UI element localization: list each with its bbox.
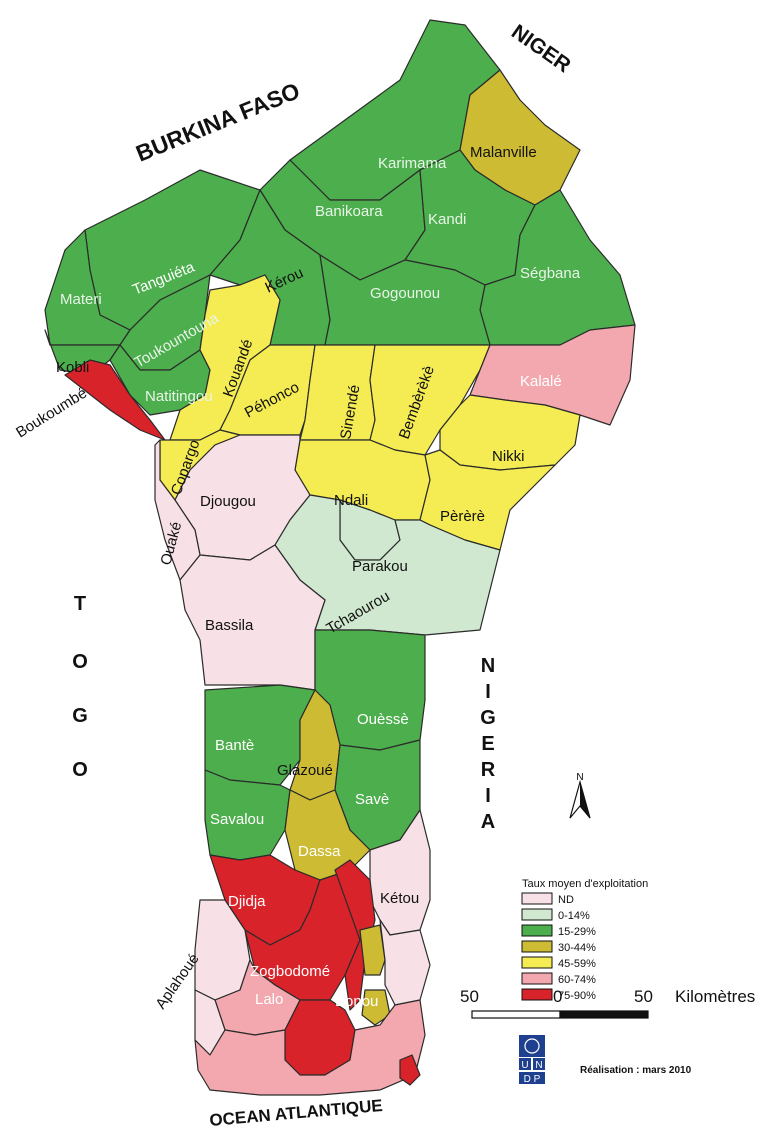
region-kalale[interactable] bbox=[469, 324, 636, 426]
label-boukoumbe: Boukoumbé bbox=[13, 385, 90, 442]
scale-bar-right bbox=[559, 1010, 649, 1019]
label-ouesse: Ouèssè bbox=[357, 711, 409, 728]
region-bante[interactable] bbox=[204, 684, 316, 786]
togo-letter: T bbox=[74, 593, 86, 615]
legend-swatch bbox=[521, 972, 553, 985]
label-perere: Pèrèrè bbox=[440, 508, 485, 525]
legend: Taux moyen d'exploitation ND 0-14% 15-29% 3… bbox=[521, 878, 648, 1002]
legend-label: 0-14% bbox=[558, 910, 590, 922]
scale-left: 50 bbox=[460, 987, 479, 1006]
region-coast-pink[interactable] bbox=[194, 999, 426, 1096]
togo-letter: O bbox=[72, 651, 88, 673]
label-ketou: Kétou bbox=[380, 890, 419, 907]
undp-emblem-icon bbox=[519, 1035, 545, 1057]
legend-swatch bbox=[521, 908, 553, 921]
label-djidja: Djidja bbox=[228, 893, 266, 910]
label-lalo: Lalo bbox=[255, 991, 283, 1008]
label-materi: Materi bbox=[60, 291, 102, 308]
region-boukoumbe[interactable] bbox=[64, 359, 166, 441]
nigeria-letter: N bbox=[481, 655, 495, 677]
region-bonou-olive[interactable] bbox=[359, 924, 386, 976]
label-zogbodome: Zogbodomé bbox=[250, 963, 330, 980]
legend-label: 60-74% bbox=[558, 974, 596, 986]
legend-swatch bbox=[521, 892, 553, 905]
label-glazoue: Glazoué bbox=[277, 762, 333, 779]
nigeria-letter: G bbox=[480, 707, 496, 729]
scale-bar-left bbox=[471, 1010, 561, 1019]
region-perere[interactable] bbox=[419, 449, 556, 551]
nigeria-letter: I bbox=[485, 681, 491, 703]
legend-swatch bbox=[521, 924, 553, 937]
north-arrow: N bbox=[569, 772, 591, 819]
label-kandi: Kandi bbox=[428, 211, 466, 228]
region-ouake[interactable] bbox=[154, 439, 201, 581]
region-ketou[interactable] bbox=[369, 809, 431, 936]
label-natitingou: Natitingou bbox=[145, 388, 213, 405]
label-parakou: Parakou bbox=[352, 558, 408, 575]
nigeria-letter: A bbox=[481, 811, 495, 833]
legend-swatch bbox=[521, 956, 553, 969]
region-gogounou[interactable] bbox=[319, 254, 491, 346]
region-dassa[interactable] bbox=[284, 789, 371, 881]
scale-right: 50 bbox=[634, 987, 653, 1006]
label-nigeria: N I G E R I A bbox=[480, 655, 496, 833]
label-kalale: Kalalé bbox=[520, 373, 562, 390]
region-east-strip[interactable] bbox=[334, 859, 376, 1011]
label-dassa: Dassa bbox=[298, 843, 341, 860]
legend-label: 30-44% bbox=[558, 942, 596, 954]
label-karimama: Karimama bbox=[378, 155, 447, 172]
credit-text: Réalisation : mars 2010 bbox=[580, 1065, 692, 1076]
label-malanville: Malanville bbox=[470, 144, 537, 161]
label-banikoara: Banikoara bbox=[315, 203, 383, 220]
nigeria-letter: E bbox=[481, 733, 494, 755]
region-bonou-olive-2[interactable] bbox=[361, 989, 391, 1026]
legend-label: 45-59% bbox=[558, 958, 596, 970]
label-bassila: Bassila bbox=[205, 617, 254, 634]
togo-letter: O bbox=[72, 759, 88, 781]
legend-label: 75-90% bbox=[558, 990, 596, 1002]
label-ndali: Ndali bbox=[334, 492, 368, 509]
region-porto-red[interactable] bbox=[399, 1054, 421, 1086]
legend-title: Taux moyen d'exploitation bbox=[522, 878, 648, 890]
label-bonou: Bonou bbox=[335, 993, 378, 1010]
label-niger: NIGER bbox=[507, 20, 575, 77]
undp-letters-dp: D P bbox=[524, 1074, 541, 1085]
label-ocean-atlantique: OCEAN ATLANTIQUE bbox=[209, 1096, 384, 1129]
label-burkina-faso: BURKINA FASO bbox=[132, 77, 303, 166]
communes-layer bbox=[44, 19, 636, 1096]
nigeria-letter: I bbox=[485, 785, 491, 807]
label-bante: Bantè bbox=[215, 737, 254, 754]
label-save: Savè bbox=[355, 791, 389, 808]
label-kobli: Kobli bbox=[56, 359, 89, 376]
togo-letter: G bbox=[72, 705, 88, 727]
scale-center: 0 bbox=[553, 987, 562, 1006]
undp-letter-n: N bbox=[535, 1060, 542, 1071]
label-segbana: Ségbana bbox=[520, 265, 581, 282]
legend-swatch bbox=[521, 988, 553, 1001]
region-nikki[interactable] bbox=[439, 394, 581, 471]
label-nikki: Nikki bbox=[492, 448, 525, 465]
north-arrow-label: N bbox=[576, 772, 583, 783]
label-savalou: Savalou bbox=[210, 811, 264, 828]
label-djougou: Djougou bbox=[200, 493, 256, 510]
region-savalou[interactable] bbox=[204, 769, 291, 861]
label-gogounou: Gogounou bbox=[370, 285, 440, 302]
legend-swatch bbox=[521, 940, 553, 953]
scale-bar: 50 0 50 Kilomètres bbox=[460, 987, 755, 1019]
label-togo: T O G O bbox=[72, 593, 88, 781]
scale-unit: Kilomètres bbox=[675, 987, 755, 1006]
undp-letter-u: U bbox=[521, 1060, 528, 1071]
undp-logo: U N D P bbox=[519, 1035, 545, 1085]
region-bonou[interactable] bbox=[379, 919, 431, 1006]
legend-label: 15-29% bbox=[558, 926, 596, 938]
legend-label: ND bbox=[558, 894, 574, 906]
nigeria-letter: R bbox=[481, 759, 496, 781]
